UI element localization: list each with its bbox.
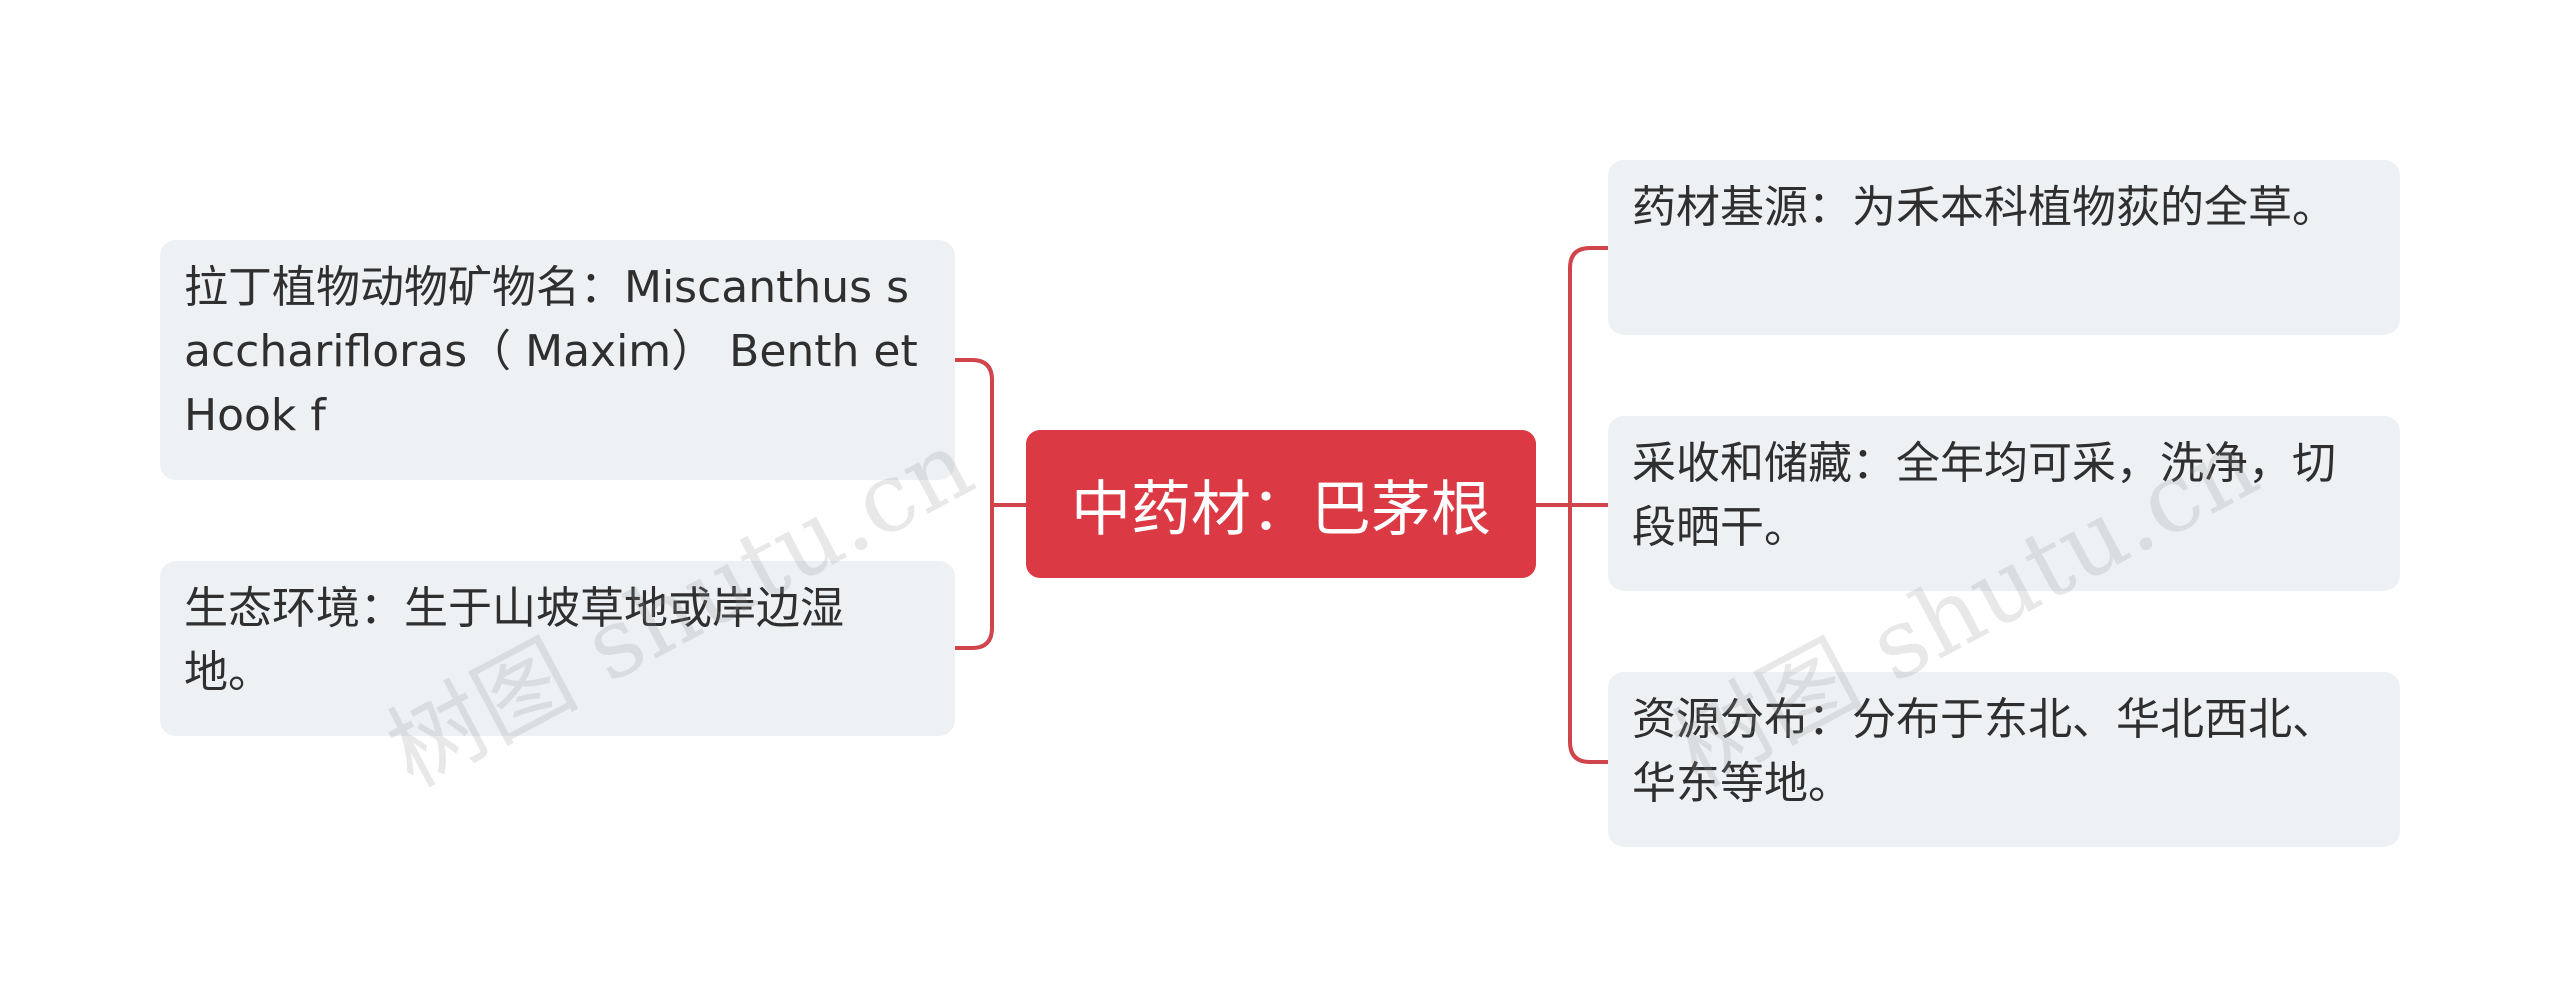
topic-distribution[interactable]: 资源分布：分布于东北、华北西北、华东等地。 <box>1608 672 2400 847</box>
topic-harvest-storage-text: 采收和储藏：全年均可采，洗净，切段晒干。 <box>1632 438 2336 553</box>
connector-right-branch-1 <box>1568 246 1608 505</box>
topic-harvest-storage[interactable]: 采收和储藏：全年均可采，洗净，切段晒干。 <box>1608 416 2400 591</box>
topic-source-text: 药材基源：为禾本科植物荻的全草。 <box>1632 182 2336 233</box>
topic-distribution-text: 资源分布：分布于东北、华北西北、华东等地。 <box>1632 694 2336 809</box>
topic-latin-name[interactable]: 拉丁植物动物矿物名：Miscanthus saccharifloras（ Max… <box>160 240 955 480</box>
central-topic-label: 中药材：巴茅根 <box>1071 474 1491 545</box>
topic-habitat-text: 生态环境：生于山坡草地或岸边湿地。 <box>184 583 844 698</box>
connector-left-branch-2 <box>955 505 994 650</box>
topic-habitat[interactable]: 生态环境：生于山坡草地或岸边湿地。 <box>160 561 955 736</box>
connector-right-branch-3 <box>1568 505 1608 764</box>
connector-left-branch-1 <box>955 358 994 505</box>
topic-source[interactable]: 药材基源：为禾本科植物荻的全草。 <box>1608 160 2400 335</box>
topic-latin-name-text: 拉丁植物动物矿物名：Miscanthus saccharifloras（ Max… <box>184 262 918 441</box>
central-topic[interactable]: 中药材：巴茅根 <box>1026 430 1536 578</box>
